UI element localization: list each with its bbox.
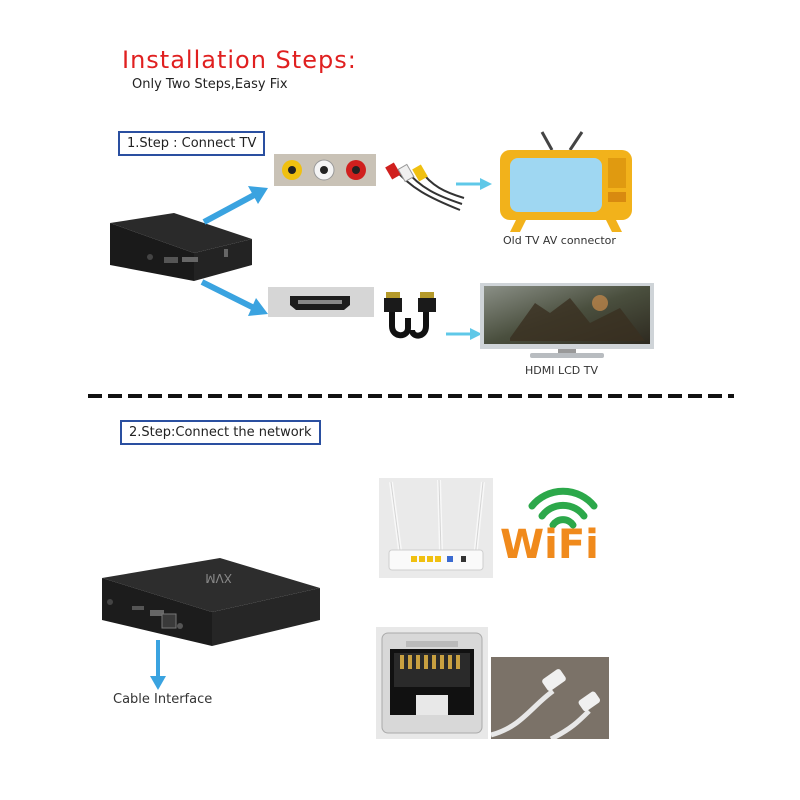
hdmi-tv-caption: HDMI LCD TV xyxy=(525,364,598,377)
step2-label: 2.Step:Connect the network xyxy=(120,420,321,445)
retro-tv-icon xyxy=(500,131,632,232)
ethernet-port-icon xyxy=(376,627,488,739)
cable-interface-caption: Cable Interface xyxy=(113,692,213,707)
tv-box-icon xyxy=(110,213,252,281)
tv-box-icon: XVM xyxy=(102,558,320,646)
step1-label: 1.Step : Connect TV xyxy=(118,131,266,156)
wifi-logo-icon: WiFi xyxy=(500,487,599,566)
section-divider xyxy=(88,394,734,398)
ethernet-cable-icon xyxy=(491,657,609,739)
wifi-logo-text: WiFi xyxy=(500,522,599,566)
hdmi-cable-icon xyxy=(384,292,436,339)
arrow-to-lcdtv-icon xyxy=(446,328,482,340)
rca-ports-icon xyxy=(274,154,376,186)
arrow-to-oldtv-icon xyxy=(456,178,492,190)
arrow-to-hdmi-icon xyxy=(200,279,268,316)
router-icon xyxy=(379,478,493,578)
lcd-tv-icon xyxy=(480,283,654,358)
page-subtitle: Only Two Steps,Easy Fix xyxy=(132,77,288,92)
hdmi-port-icon xyxy=(268,287,374,317)
arrow-to-cable-icon xyxy=(150,640,166,690)
arrow-to-av-icon xyxy=(202,186,268,225)
page-title: Installation Steps: xyxy=(122,46,357,74)
rca-cable-icon xyxy=(385,162,465,211)
svg-text:XVM: XVM xyxy=(205,571,232,585)
old-tv-caption: Old TV AV connector xyxy=(503,234,616,247)
